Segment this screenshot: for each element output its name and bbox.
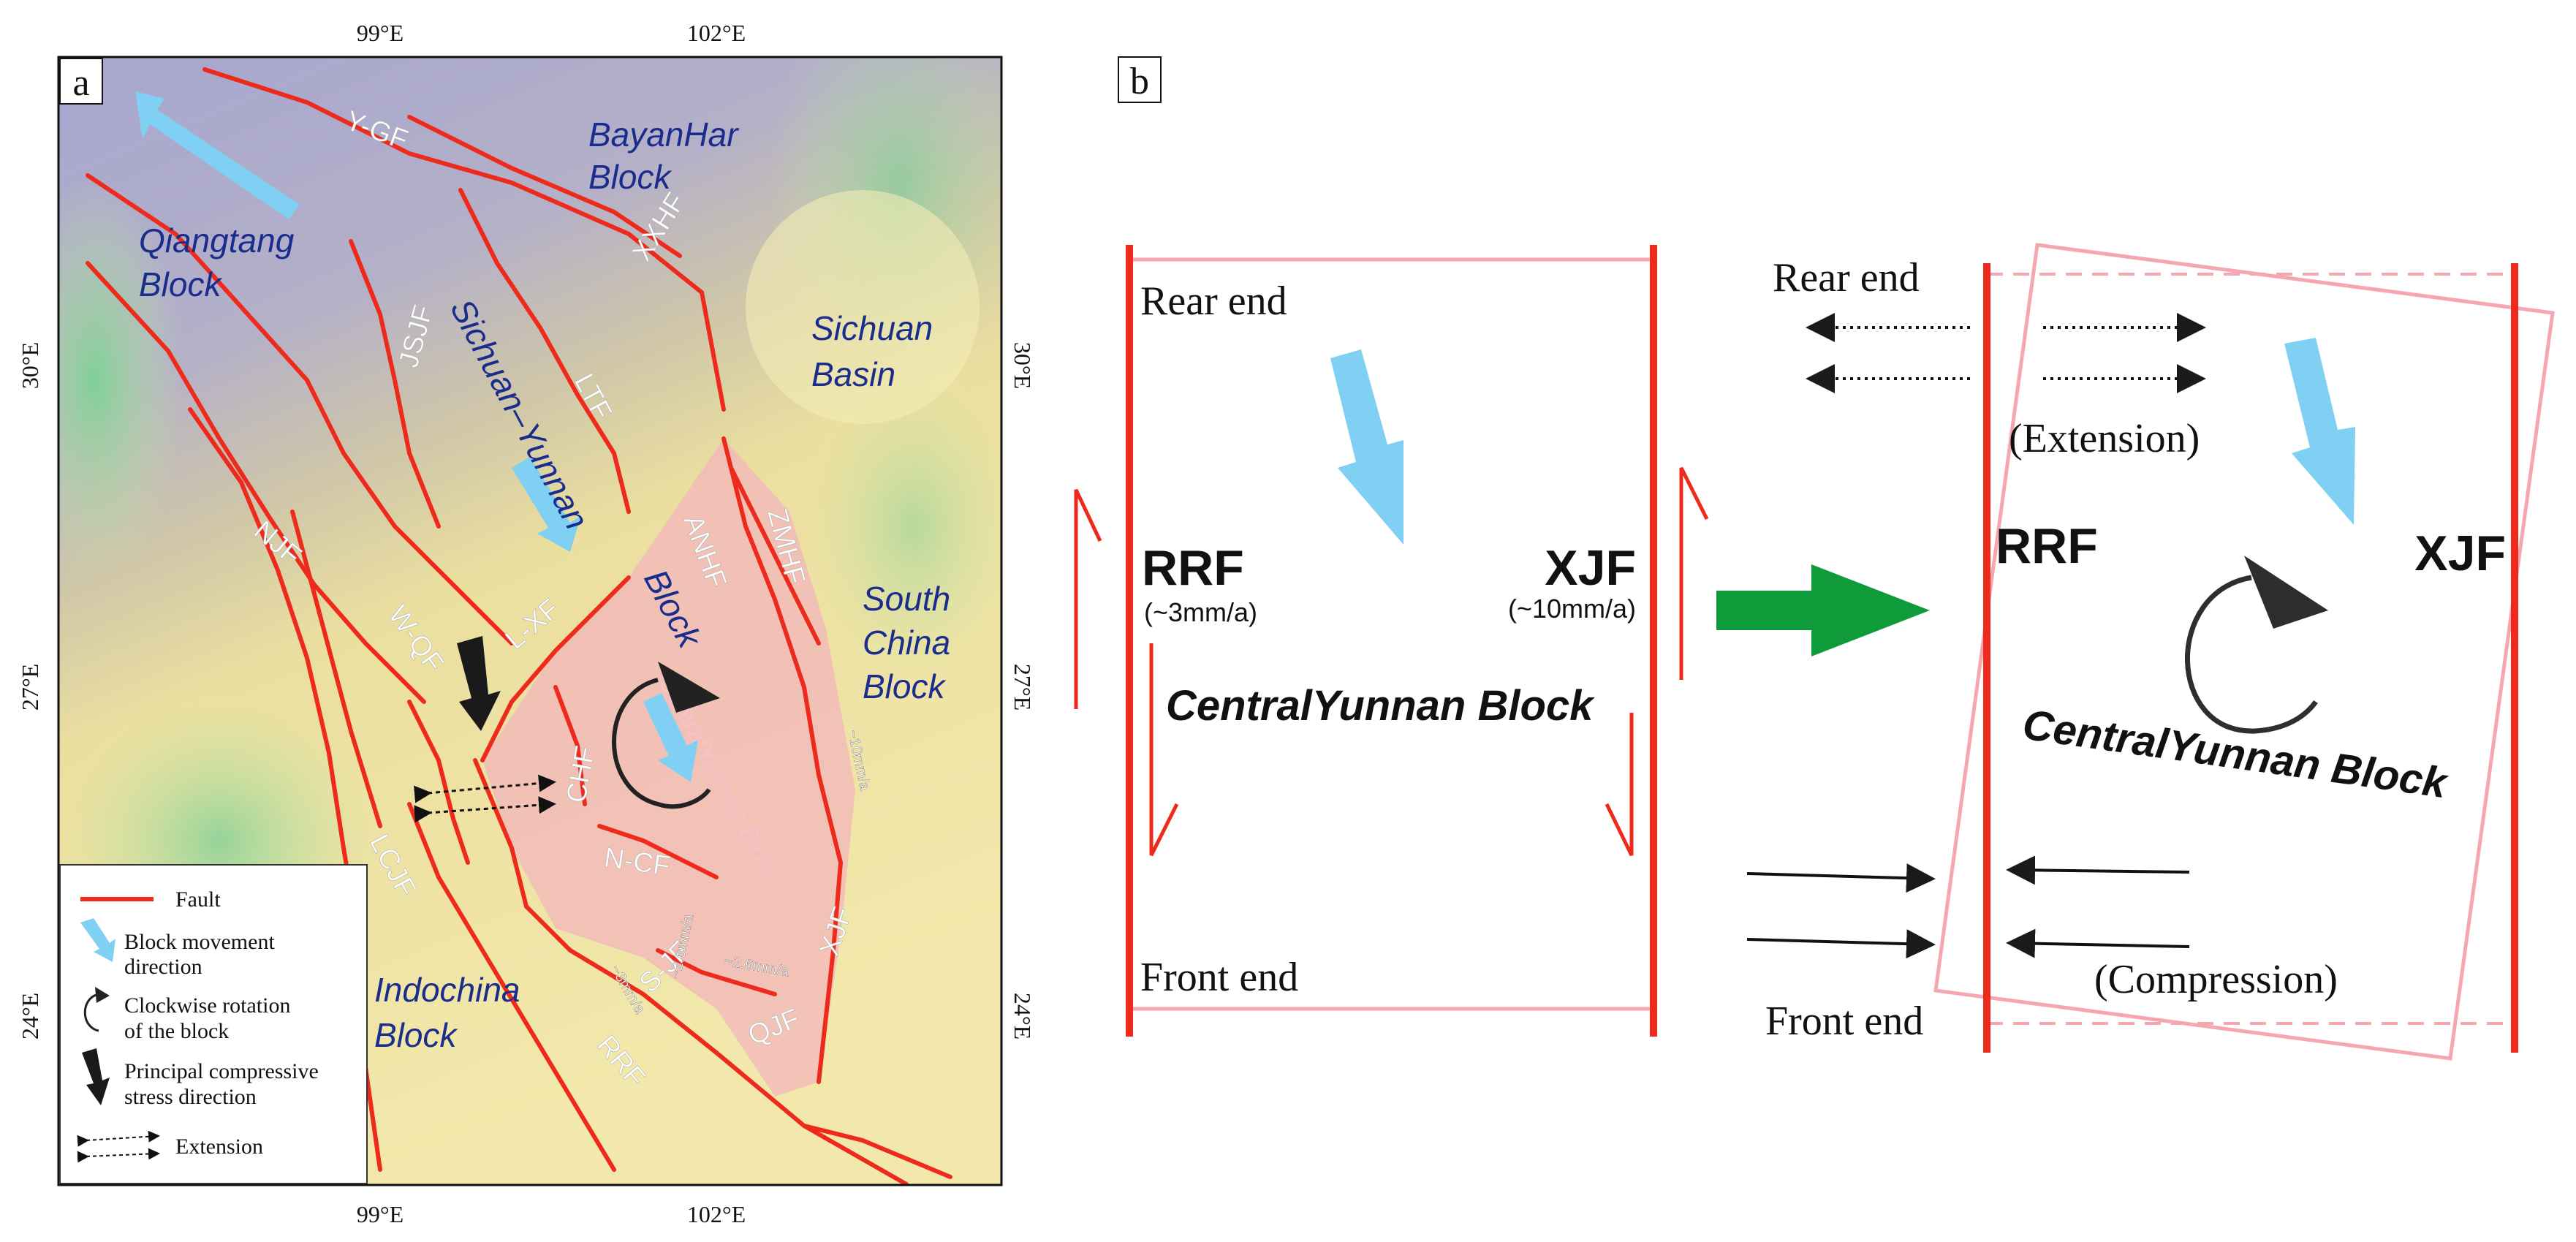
left-block-outline bbox=[1127, 257, 1654, 1011]
left-xjf-label: XJF bbox=[1545, 540, 1636, 596]
label-south-china-2: China bbox=[863, 624, 950, 662]
label-bayanhar-2: Block bbox=[588, 158, 672, 196]
movement-arrow-qiangtang bbox=[135, 91, 300, 219]
legend-rotation-text-1: Clockwise rotation bbox=[124, 993, 290, 1018]
right-front-end: Front end bbox=[1765, 999, 1923, 1044]
left-rear-end: Rear end bbox=[1140, 279, 1287, 324]
right-compression: (Compression) bbox=[2094, 957, 2338, 1002]
legend-stress-text-1: Principal compressive bbox=[124, 1059, 319, 1083]
stress-arrow bbox=[457, 636, 501, 731]
left-diagram: Rear end Front end RRF (~3mm/a) XJF (~10… bbox=[1074, 245, 1709, 1037]
label-south-china-3: Block bbox=[863, 667, 946, 705]
tick-right-30: 30°E bbox=[1009, 342, 1036, 389]
right-xjf-label: XJF bbox=[2414, 526, 2506, 581]
right-movement-arrow bbox=[2284, 338, 2355, 525]
right-block-name: CentralYunnan Block bbox=[2020, 701, 2451, 808]
tick-bottom-99: 99°E bbox=[357, 1201, 404, 1227]
right-extension: (Extension) bbox=[2009, 416, 2200, 461]
map-frame bbox=[57, 56, 1003, 1186]
tick-left-27: 27°E bbox=[17, 664, 43, 711]
tick-left-24: 24°E bbox=[17, 993, 43, 1040]
tick-right-24: 24°E bbox=[1009, 993, 1036, 1040]
legend-rotation-arrowhead bbox=[95, 987, 110, 1003]
legend-extension-text: Extension bbox=[175, 1135, 263, 1159]
legend-movement-text-2: direction bbox=[124, 955, 202, 979]
legend-stress-text-2: stress direction bbox=[124, 1085, 257, 1109]
legend-fault-text: Fault bbox=[175, 887, 221, 912]
legend-extension-icon bbox=[77, 1130, 160, 1163]
panel-a: CentralYunnan Block a 99°E 102°E 99°E 10… bbox=[17, 20, 1036, 1227]
movement-arrow-central bbox=[643, 693, 698, 782]
legend-movement-icon bbox=[80, 918, 115, 962]
movement-arrow-sichuan-yunnan bbox=[512, 457, 581, 552]
legend-box bbox=[59, 864, 368, 1184]
right-extension-arrows bbox=[1806, 313, 2206, 393]
label-bayanhar-1: BayanHar bbox=[588, 116, 739, 154]
legend-rotation-text-2: of the block bbox=[124, 1019, 229, 1043]
label-indochina-1: Indochina bbox=[374, 971, 520, 1009]
label-sichuan-basin-1: Sichuan bbox=[811, 309, 933, 347]
legend-movement-text-1: Block movement bbox=[124, 930, 275, 954]
right-diagram: Rear end Front end (Extension) (Compress… bbox=[1746, 243, 2555, 1061]
right-rotation-arrow-head bbox=[2244, 556, 2328, 629]
right-rrf-label: RRF bbox=[1996, 518, 2098, 574]
right-rotated-block-outline bbox=[1933, 243, 2555, 1061]
panel-a-label-box bbox=[59, 58, 103, 105]
left-rrf-rate: (~3mm/a) bbox=[1144, 597, 1257, 627]
panel-b: b Rear end Front end RRF (~3mm/a) XJF (~… bbox=[1074, 56, 2555, 1061]
label-sichuan-basin-2: Basin bbox=[811, 355, 895, 393]
panel-b-label-box bbox=[1118, 56, 1162, 103]
label-indochina-2: Block bbox=[374, 1016, 458, 1054]
left-xjf-slip-up bbox=[1679, 466, 1709, 680]
label-qiangtang-1: Qiangtang bbox=[139, 221, 295, 260]
panel-a-label: a bbox=[72, 62, 89, 104]
rotation-arrow-map bbox=[612, 678, 711, 809]
left-xjf-rate: (~10mm/a) bbox=[1508, 594, 1636, 624]
tick-left-30: 30°E bbox=[17, 342, 43, 389]
right-rear-end: Rear end bbox=[1773, 255, 1920, 300]
map-ticks: 99°E 102°E 99°E 102°E 30°E 27°E 24°E 30°… bbox=[17, 20, 1036, 1227]
label-qiangtang-2: Block bbox=[139, 265, 222, 303]
tick-top-102: 102°E bbox=[687, 20, 746, 46]
right-rotation-arrow bbox=[2185, 575, 2318, 734]
rotation-arrow-head-map bbox=[658, 662, 720, 713]
right-compression-arrows bbox=[1746, 855, 2190, 959]
left-xjf-slip-down bbox=[1605, 713, 1634, 857]
transition-arrow bbox=[1716, 564, 1930, 656]
left-block-name: CentralYunnan Block bbox=[1166, 682, 1595, 730]
tick-top-99: 99°E bbox=[357, 20, 404, 46]
left-movement-arrow bbox=[1330, 349, 1403, 545]
left-rrf-label: RRF bbox=[1142, 540, 1244, 596]
tick-bottom-102: 102°E bbox=[687, 1201, 746, 1227]
legend-stress-icon bbox=[82, 1048, 110, 1105]
left-rrf-slip-up bbox=[1074, 488, 1102, 709]
left-front-end: Front end bbox=[1140, 955, 1298, 1000]
legend-rotation-icon bbox=[83, 993, 99, 1032]
panel-b-label: b bbox=[1130, 61, 1149, 102]
map-legend: Fault Block movement direction Clockwise… bbox=[59, 864, 368, 1184]
left-rrf-slip-down bbox=[1149, 643, 1179, 857]
tick-right-27: 27°E bbox=[1009, 664, 1036, 711]
label-south-china-1: South bbox=[863, 580, 950, 618]
